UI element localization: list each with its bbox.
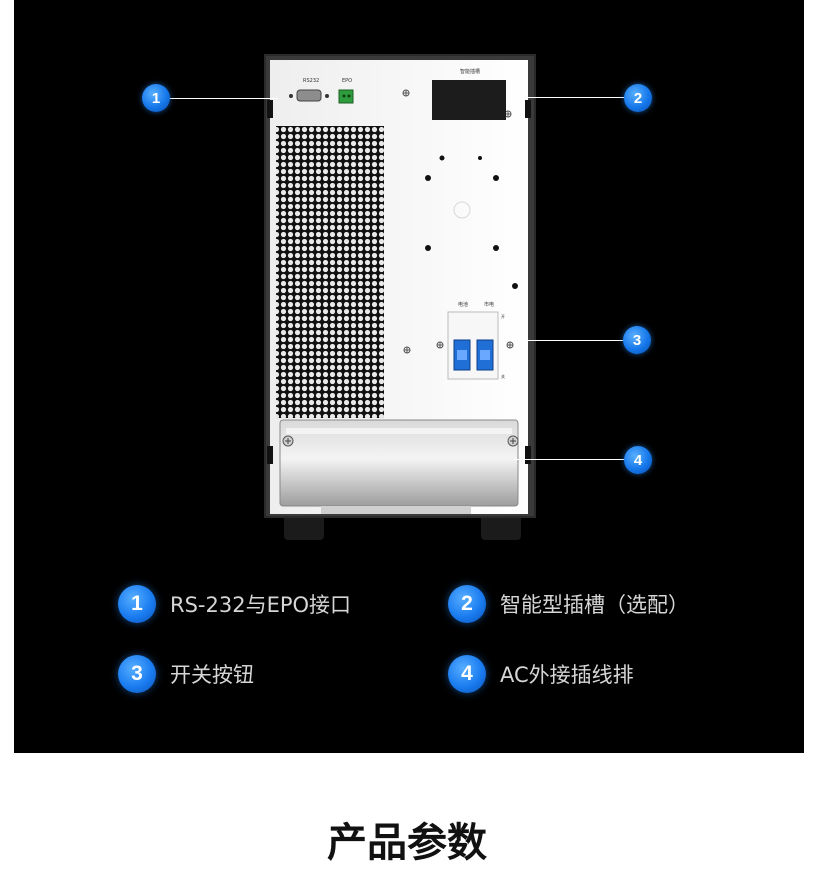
slot-label: 智能插槽 — [460, 68, 480, 75]
legend-text: RS-232与EPO接口 — [170, 593, 352, 617]
callout-3: 3 — [623, 326, 651, 354]
rs232-port — [296, 89, 322, 102]
legend-text: 开关按钮 — [170, 663, 254, 687]
legend-badge: 2 — [448, 585, 486, 623]
bottom-plate — [321, 506, 471, 514]
ups-illustration: RS232 EPO 智能插槽 — [264, 54, 536, 540]
legend-badge: 1 — [118, 585, 156, 623]
legend-text: 智能型插槽（选配） — [500, 593, 689, 617]
epo-port — [338, 89, 354, 104]
legend-text: AC外接插线排 — [500, 663, 634, 687]
callout-1: 1 — [142, 84, 170, 112]
callout-4: 4 — [624, 446, 652, 474]
callout-2: 2 — [624, 84, 652, 112]
smart-slot — [432, 80, 506, 120]
svg-text:市电: 市电 — [484, 301, 494, 308]
svg-text:开: 开 — [501, 314, 505, 319]
epo-label: EPO — [342, 78, 352, 84]
legend-badge: 3 — [118, 655, 156, 693]
foot-right — [481, 512, 521, 540]
svg-text:电池: 电池 — [458, 301, 468, 308]
legend-item-4: 4 AC外接插线排 — [448, 655, 634, 693]
product-feature-panel: RS232 EPO 智能插槽 — [14, 0, 804, 753]
ups-rear-view: RS232 EPO 智能插槽 — [14, 0, 804, 560]
legend-item-2: 2 智能型插槽（选配） — [448, 585, 689, 623]
rs232-label: RS232 — [303, 78, 319, 84]
legend-item-1: 1 RS-232与EPO接口 — [118, 585, 351, 623]
fan-vent — [276, 126, 384, 418]
legend-item-3: 3 开关按钮 — [118, 655, 254, 693]
foot-left — [284, 512, 324, 540]
section-title: 产品参数 — [327, 820, 487, 866]
svg-text:关: 关 — [501, 373, 505, 379]
legend-badge: 4 — [448, 655, 486, 693]
